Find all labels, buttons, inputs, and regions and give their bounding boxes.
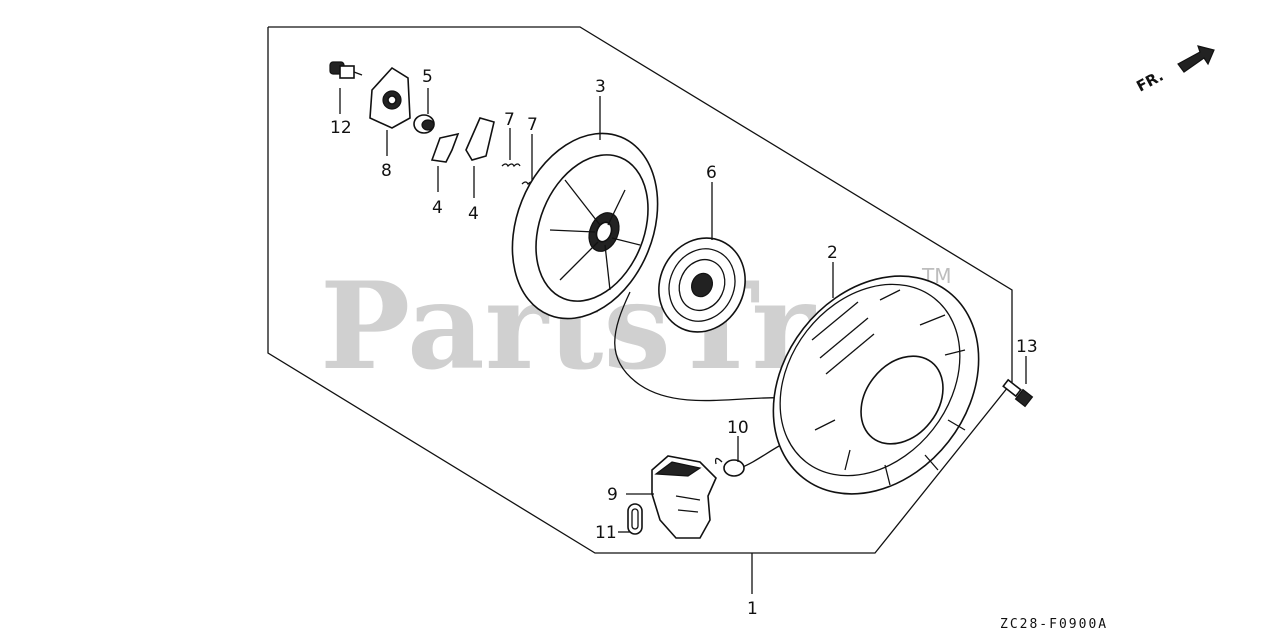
callout-4a: 4	[432, 198, 443, 218]
part-3-reel	[511, 132, 659, 320]
part-7-springs	[501, 163, 535, 186]
part-12-bolt	[329, 61, 363, 79]
part-4-ratchet-left	[430, 132, 460, 163]
callout-3: 3	[595, 77, 606, 97]
part-8-ratchet-guide	[369, 66, 411, 129]
leader-lines	[339, 88, 1027, 594]
callout-9: 9	[607, 485, 618, 505]
callout-2: 2	[827, 243, 838, 263]
part-11-insert	[627, 503, 643, 535]
callout-12: 12	[330, 118, 352, 138]
part-4-ratchet-right	[465, 117, 495, 161]
callout-5: 5	[422, 67, 433, 87]
callout-10: 10	[727, 418, 749, 438]
callout-13: 13	[1016, 337, 1038, 357]
part-6-spiral-spring	[658, 237, 746, 333]
callout-1: 1	[747, 599, 758, 619]
part-13-bolt	[1002, 378, 1034, 408]
direction-indicator: FR.	[1133, 45, 1215, 96]
callout-7a: 7	[504, 110, 515, 130]
direction-label: FR.	[1133, 67, 1166, 96]
part-9-grip	[651, 455, 717, 539]
callout-8: 8	[381, 161, 392, 181]
part-2-starter-case	[772, 275, 980, 495]
arrow-right-icon	[1177, 45, 1215, 73]
callout-4b: 4	[468, 204, 479, 224]
callout-7b: 7	[527, 115, 538, 135]
part-5-spring	[413, 114, 435, 134]
assembly-boundary	[267, 26, 1013, 554]
part-10-knot	[714, 457, 745, 477]
diagram-code: ZC28-F0900A	[1000, 617, 1108, 632]
callout-6: 6	[706, 163, 717, 183]
callout-11: 11	[595, 523, 617, 543]
